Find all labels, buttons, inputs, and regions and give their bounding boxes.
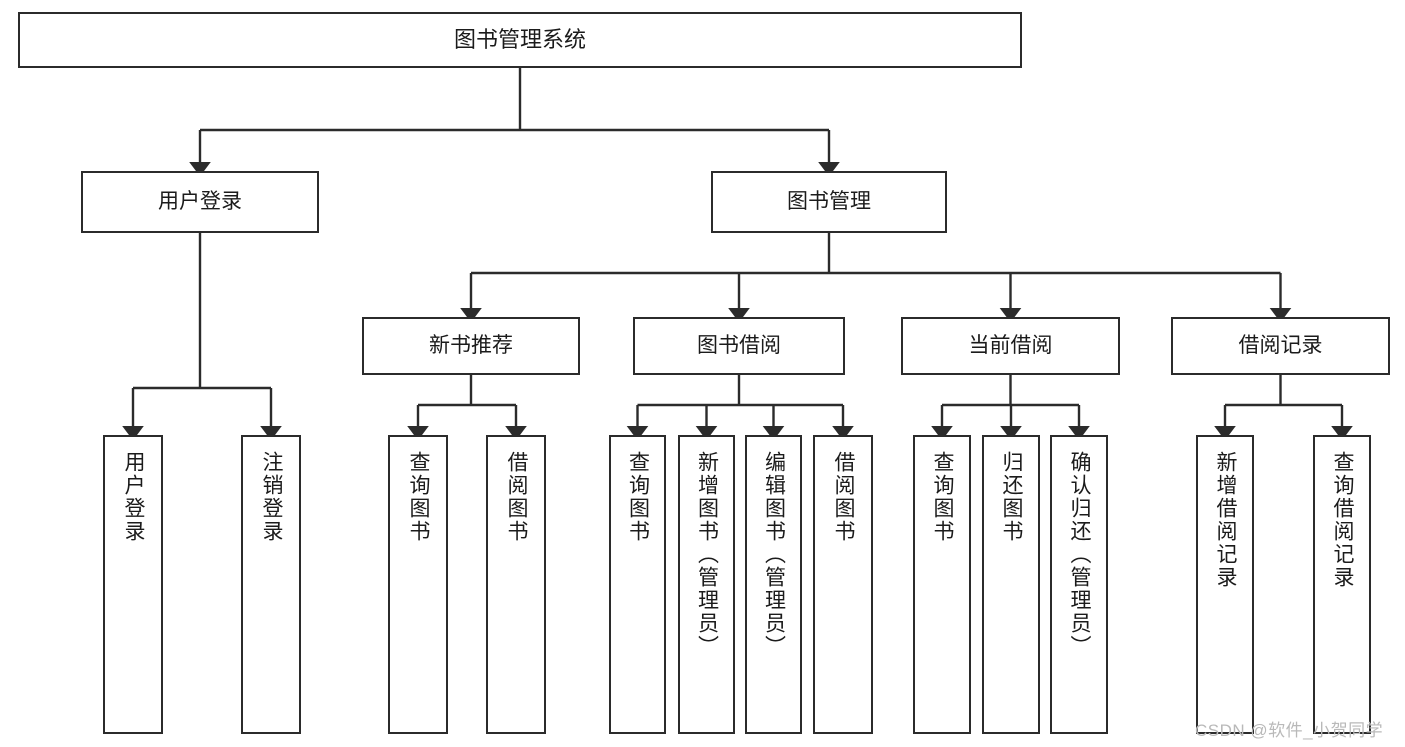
node-label: 用户登录 <box>122 451 146 543</box>
node-current[interactable]: 当前借阅 <box>901 317 1120 375</box>
node-label: 确认归还（管理员） <box>1068 451 1092 658</box>
watermark: CSDN @软件_小贺同学 <box>1195 721 1384 740</box>
node-label: 查询图书 <box>407 451 431 543</box>
node-label: 新书推荐 <box>429 333 513 357</box>
node-label: 编辑图书（管理员） <box>762 451 786 658</box>
node-label: 新增借阅记录 <box>1214 451 1238 589</box>
node-label: 当前借阅 <box>968 333 1053 357</box>
node-leaf-addrec[interactable]: 新增借阅记录 <box>1196 435 1254 734</box>
node-leaf-logout[interactable]: 注销登录 <box>241 435 301 734</box>
node-label: 借阅图书 <box>505 451 529 543</box>
node-label: 归还图书 <box>1000 451 1024 543</box>
node-label: 借阅图书 <box>832 451 856 543</box>
node-label: 图书借阅 <box>697 333 781 357</box>
node-label: 借阅记录 <box>1238 333 1323 357</box>
node-leaf-query2[interactable]: 查询图书 <box>609 435 666 734</box>
node-label: 注销登录 <box>260 451 284 543</box>
node-login[interactable]: 用户登录 <box>81 171 319 233</box>
node-label: 查询图书 <box>931 451 955 543</box>
node-newbook[interactable]: 新书推荐 <box>362 317 580 375</box>
node-leaf-query3[interactable]: 查询图书 <box>913 435 971 734</box>
node-root[interactable]: 图书管理系统 <box>18 12 1022 68</box>
node-label: 查询借阅记录 <box>1331 451 1355 589</box>
node-borrow[interactable]: 图书借阅 <box>633 317 845 375</box>
node-label: 图书管理 <box>787 189 871 213</box>
node-leaf-queryrec[interactable]: 查询借阅记录 <box>1313 435 1371 734</box>
node-leaf-return[interactable]: 归还图书 <box>982 435 1040 734</box>
node-label: 图书管理系统 <box>453 26 586 52</box>
node-leaf-add[interactable]: 新增图书（管理员） <box>678 435 735 734</box>
node-records[interactable]: 借阅记录 <box>1171 317 1390 375</box>
node-leaf-confirm[interactable]: 确认归还（管理员） <box>1050 435 1108 734</box>
node-leaf-login[interactable]: 用户登录 <box>103 435 163 734</box>
node-leaf-query1[interactable]: 查询图书 <box>388 435 448 734</box>
node-bookmgmt[interactable]: 图书管理 <box>711 171 947 233</box>
node-leaf-borrow1[interactable]: 借阅图书 <box>486 435 546 734</box>
node-leaf-edit[interactable]: 编辑图书（管理员） <box>745 435 802 734</box>
node-label: 查询图书 <box>626 451 650 543</box>
node-leaf-borrow2[interactable]: 借阅图书 <box>813 435 873 734</box>
node-label: 用户登录 <box>158 189 242 213</box>
node-label: 新增图书（管理员） <box>695 451 719 658</box>
